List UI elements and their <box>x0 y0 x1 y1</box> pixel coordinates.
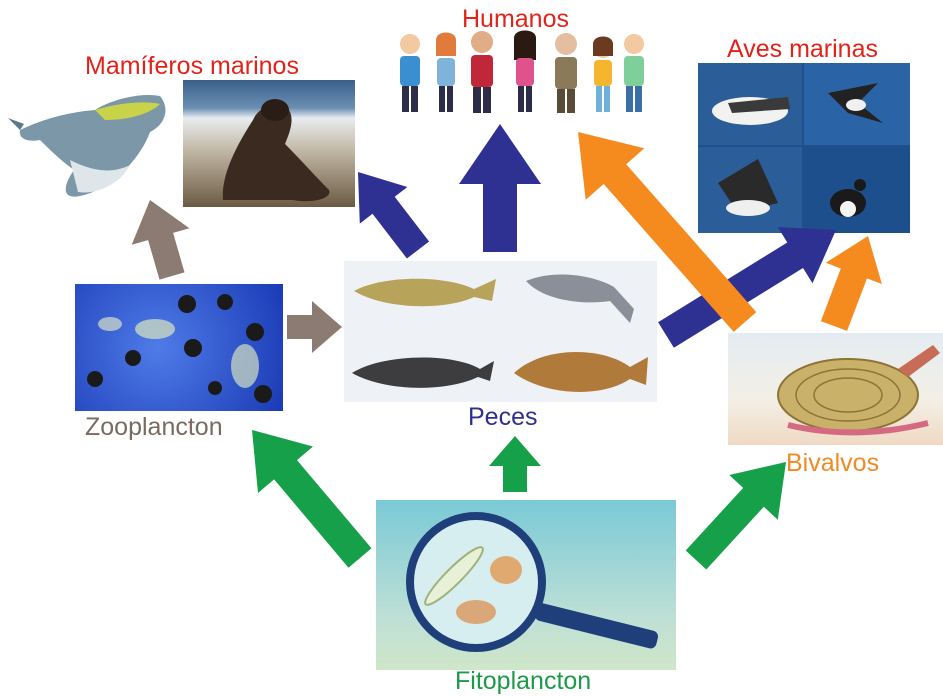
bivalve-illustration <box>728 333 943 445</box>
label-bivalvos: Bivalvos <box>786 449 880 477</box>
arrow-peces-to-humanos <box>459 124 541 252</box>
arrow-fito-to-zoo <box>252 430 372 568</box>
zooplankton-photo <box>75 284 283 411</box>
label-mamiferos-marinos: Mamíferos marinos <box>85 52 299 80</box>
arrow-peces-to-aves <box>658 227 836 348</box>
label-peces: Peces <box>468 403 538 431</box>
arrow-fito-to-bivalvos <box>685 462 786 570</box>
label-zooplancton: Zooplancton <box>85 413 223 441</box>
fish-photo <box>344 261 657 402</box>
label-humanos: Humanos <box>462 5 569 33</box>
label-aves-marinas: Aves marinas <box>727 35 878 63</box>
arrow-zoo-to-mamiferos <box>131 200 190 280</box>
phytoplankton-illustration <box>376 500 676 670</box>
label-fitoplancton: Fitoplancton <box>455 667 592 695</box>
arrow-fito-to-peces <box>489 436 541 492</box>
arrow-bivalvos-to-humanos <box>578 132 757 332</box>
arrow-bivalvos-to-aves <box>820 236 882 331</box>
sea-lion-photo <box>183 80 355 207</box>
seabirds-photo <box>698 63 910 233</box>
arrow-zoo-to-peces <box>287 301 342 353</box>
arrow-peces-to-mamiferos <box>358 172 430 259</box>
